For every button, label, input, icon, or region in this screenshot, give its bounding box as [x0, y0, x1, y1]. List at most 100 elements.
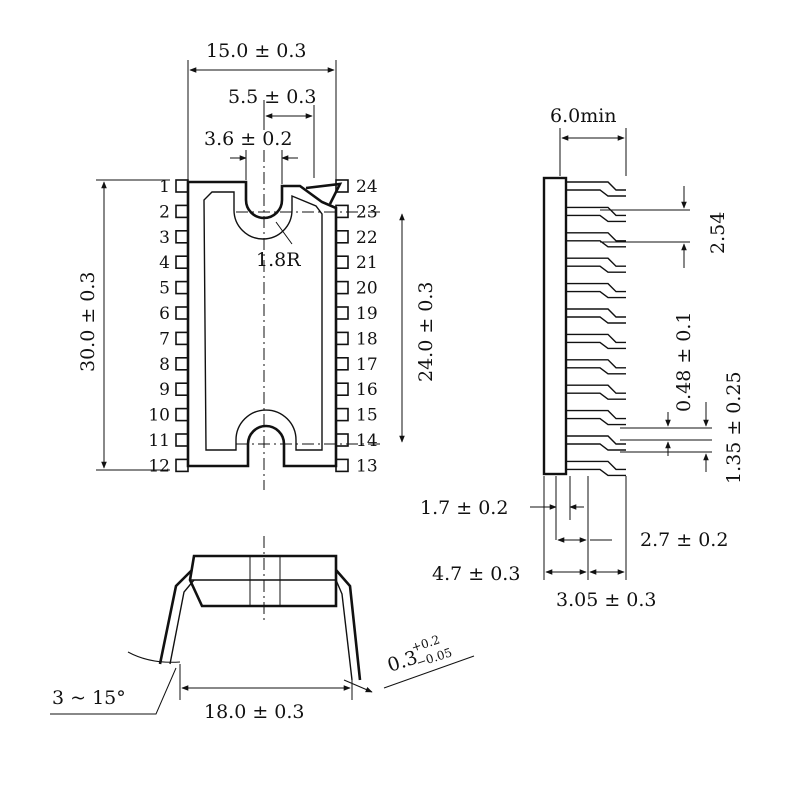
pin-tab: [335, 204, 349, 219]
dim-thickness-label: 0.3 +0.2 −0.05: [385, 632, 454, 676]
side-lead-edge: [566, 341, 626, 350]
pin-number: 18: [356, 329, 378, 349]
pin-number: 17: [356, 355, 378, 375]
side-lead: [566, 206, 626, 217]
dim-slot-width-label: 3.6 ± 0.2: [204, 128, 292, 150]
right-pin-tabs: [335, 179, 349, 473]
pin-tab: [335, 255, 349, 270]
side-lead: [566, 232, 626, 242]
side-lead: [566, 359, 626, 369]
pin-tab: [335, 458, 349, 473]
pin-number: 19: [356, 304, 378, 324]
pin-tab: [335, 331, 349, 346]
side-view: 6.0min 2.54 0.48 ± 0.1 1.35 ± 0.25 1.7 ±…: [420, 105, 745, 611]
pin-number: 20: [356, 279, 378, 299]
thickness-arrow: [343, 679, 373, 693]
side-lead: [566, 282, 626, 293]
pin-tab: [175, 179, 189, 193]
side-lead: [566, 384, 626, 394]
front-lead-right-inner: [335, 579, 353, 681]
right-pin-labels: 24 23 22 21 20 19 18 17 16 15 14 13: [356, 177, 378, 476]
pin-number: 7: [159, 329, 170, 349]
pin-number: 10: [148, 406, 170, 426]
pin-tab: [335, 280, 349, 295]
pin-tab: [175, 230, 189, 244]
side-lead: [566, 181, 626, 191]
pin-number: 16: [356, 380, 378, 400]
pin-number: 15: [356, 406, 378, 426]
pin-tab: [335, 407, 349, 422]
dim-angle-label: 3 ~ 15°: [52, 687, 126, 709]
dim-slot-offset-label: 5.5 ± 0.3: [228, 86, 316, 108]
corner-notch: [305, 182, 343, 205]
side-lead-edge: [566, 367, 626, 375]
pin-number: 1: [159, 177, 170, 197]
dim-pitch-label: 2.54: [707, 212, 729, 254]
side-lead: [566, 460, 626, 471]
pin-number: 24: [356, 177, 378, 197]
front-lead-left: [158, 569, 193, 665]
side-lead-edge: [566, 214, 626, 223]
pin-tab: [175, 255, 189, 270]
dim-d-label: 3.05 ± 0.3: [556, 589, 657, 611]
pin-tab: [175, 356, 189, 371]
pin-number: 22: [356, 228, 378, 248]
pin-tab: [175, 306, 189, 320]
pin-tab: [175, 433, 189, 447]
pin-tab: [175, 382, 189, 397]
dim-c-label: 4.7 ± 0.3: [432, 563, 520, 585]
pin-tab: [335, 230, 349, 244]
pin-tab: [175, 331, 189, 346]
angle-leader: [50, 667, 177, 715]
angle-arc: [127, 651, 181, 663]
pin-number: 3: [159, 228, 170, 248]
pin-tab: [175, 280, 189, 295]
pin-tab: [175, 458, 189, 473]
side-lead-edge: [566, 240, 626, 248]
side-lead-edge: [566, 265, 626, 273]
side-lead-edge: [566, 290, 626, 299]
side-body: [542, 176, 568, 476]
pin-tab: [335, 382, 349, 397]
pin-number: 12: [148, 456, 170, 476]
pin-tab: [335, 356, 349, 371]
front-body: [188, 554, 338, 608]
side-lead: [566, 409, 626, 420]
dim-lead-width-label: 0.48 ± 0.1: [673, 311, 695, 412]
pin-tab: [175, 407, 189, 422]
dim-lead-spacing-label: 1.35 ± 0.25: [723, 371, 745, 484]
dim-radius-label: 1.8R: [256, 249, 301, 271]
side-lead-edge: [566, 443, 626, 451]
top-view: 15.0 ± 0.3 5.5 ± 0.3 3.6 ± 0.2 1.8R 30.0…: [77, 40, 437, 490]
pin-tab: [335, 306, 349, 320]
side-leads: [566, 181, 626, 477]
front-lead-left-inner: [169, 579, 195, 665]
side-lead: [566, 257, 626, 267]
pin-number: 2: [159, 202, 170, 222]
left-pin-tabs: [175, 179, 189, 473]
pin-tab: [175, 204, 189, 219]
thickness-leader: [383, 655, 475, 689]
side-lead-edge: [566, 392, 626, 400]
dim-span-label: 18.0 ± 0.3: [204, 701, 305, 723]
dim-b-label: 2.7 ± 0.2: [640, 529, 728, 551]
dim-min-width-label: 6.0min: [550, 105, 617, 127]
dim-width-label: 15.0 ± 0.3: [206, 40, 307, 62]
pin-number: 6: [159, 304, 170, 324]
body-outline: [186, 180, 338, 468]
dim-hole-pitch-label: 24.0 ± 0.3: [415, 281, 437, 382]
side-lead: [566, 333, 626, 344]
pin-number: 13: [356, 456, 378, 476]
pin-number: 23: [356, 202, 378, 222]
inner-outline: [203, 191, 323, 451]
front-view: 3 ~ 15° 18.0 ± 0.3 0.3 +0.2 −0.05: [50, 536, 475, 723]
side-lead-edge: [566, 468, 626, 477]
pin-number: 14: [356, 431, 378, 451]
side-lead: [566, 308, 626, 318]
pin-number: 11: [148, 431, 170, 451]
side-lead-edge: [566, 189, 626, 197]
pin-number: 5: [159, 279, 170, 299]
pin-number: 21: [356, 253, 378, 273]
